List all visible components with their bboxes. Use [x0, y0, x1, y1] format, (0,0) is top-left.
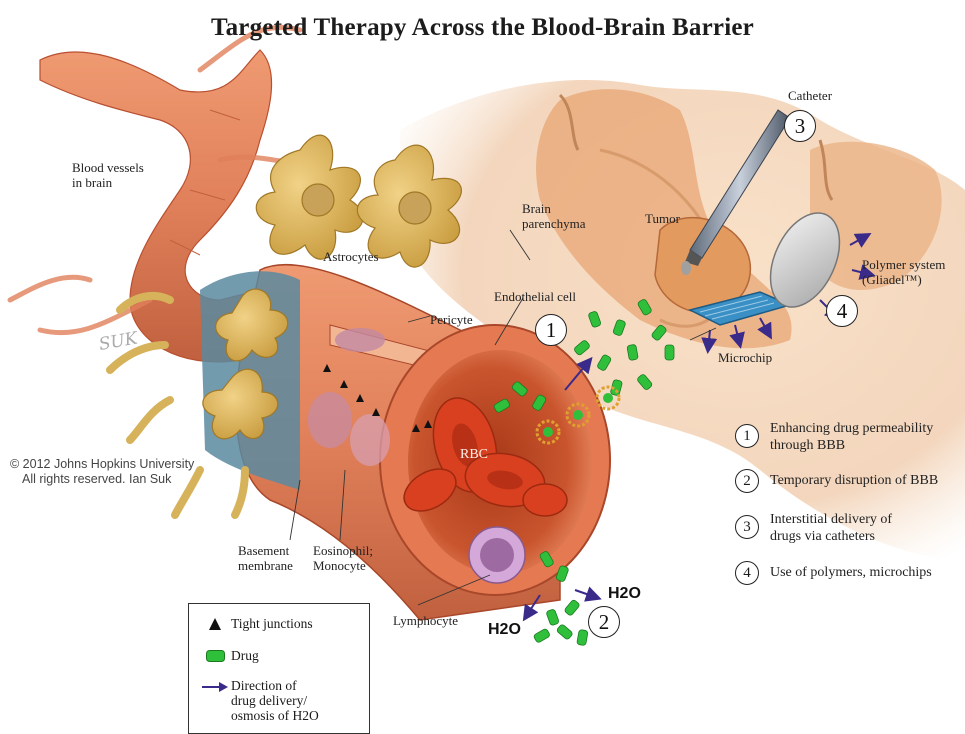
legend-text-direction: Direction of drug delivery/ osmosis of H… [231, 678, 319, 723]
lymphocyte-cell [469, 527, 525, 583]
callout-1: 1 [535, 314, 567, 346]
drug-capsule-icon [206, 650, 226, 662]
legend-text-tight-junctions: Tight junctions [231, 616, 313, 631]
arrow-icon [201, 681, 229, 693]
copyright-line-2: All rights reserved. Ian Suk [10, 472, 194, 487]
approach-2-number: 2 [735, 469, 759, 493]
triangle-icon [209, 618, 221, 630]
label-pericyte: Pericyte [430, 312, 473, 327]
legend-text-drug: Drug [231, 648, 259, 663]
label-h2o-right: H2O [608, 585, 641, 603]
callout-2: 2 [588, 606, 620, 638]
callout-4: 4 [826, 295, 858, 327]
copyright-notice: © 2012 Johns Hopkins University All righ… [10, 457, 194, 487]
label-h2o-left: H2O [488, 621, 521, 639]
callout-3: 3 [784, 110, 816, 142]
label-polymer-system: Polymer system (Gliadel™) [862, 257, 945, 287]
approach-4-number: 4 [735, 561, 759, 585]
legend-box: Tight junctions Drug Direction of drug d… [188, 603, 370, 734]
label-brain-parenchyma: Brain parenchyma [522, 201, 586, 231]
label-catheter: Catheter [788, 88, 832, 103]
copyright-line-1: © 2012 Johns Hopkins University [10, 457, 194, 472]
approach-3-text: Interstitial delivery of drugs via cathe… [770, 511, 892, 545]
label-lymphocyte: Lymphocyte [393, 613, 458, 628]
approach-2-text: Temporary disruption of BBB [770, 472, 938, 489]
label-astrocytes: Astrocytes [323, 249, 379, 264]
approach-1-number: 1 [735, 424, 759, 448]
label-blood-vessels: Blood vessels in brain [72, 160, 144, 190]
approach-1-text: Enhancing drug permeability through BBB [770, 420, 933, 454]
approach-4-text: Use of polymers, microchips [770, 564, 932, 581]
label-tumor: Tumor [645, 211, 680, 226]
label-endothelial-cell: Endothelial cell [494, 289, 576, 304]
label-eosinophil-monocyte: Eosinophil; Monocyte [313, 543, 373, 573]
label-microchip: Microchip [718, 350, 772, 365]
figure-title: Targeted Therapy Across the Blood-Brain … [0, 14, 965, 42]
approach-3-number: 3 [735, 515, 759, 539]
label-rbc: RBC [460, 447, 488, 462]
label-basement-membrane: Basement membrane [238, 543, 293, 573]
